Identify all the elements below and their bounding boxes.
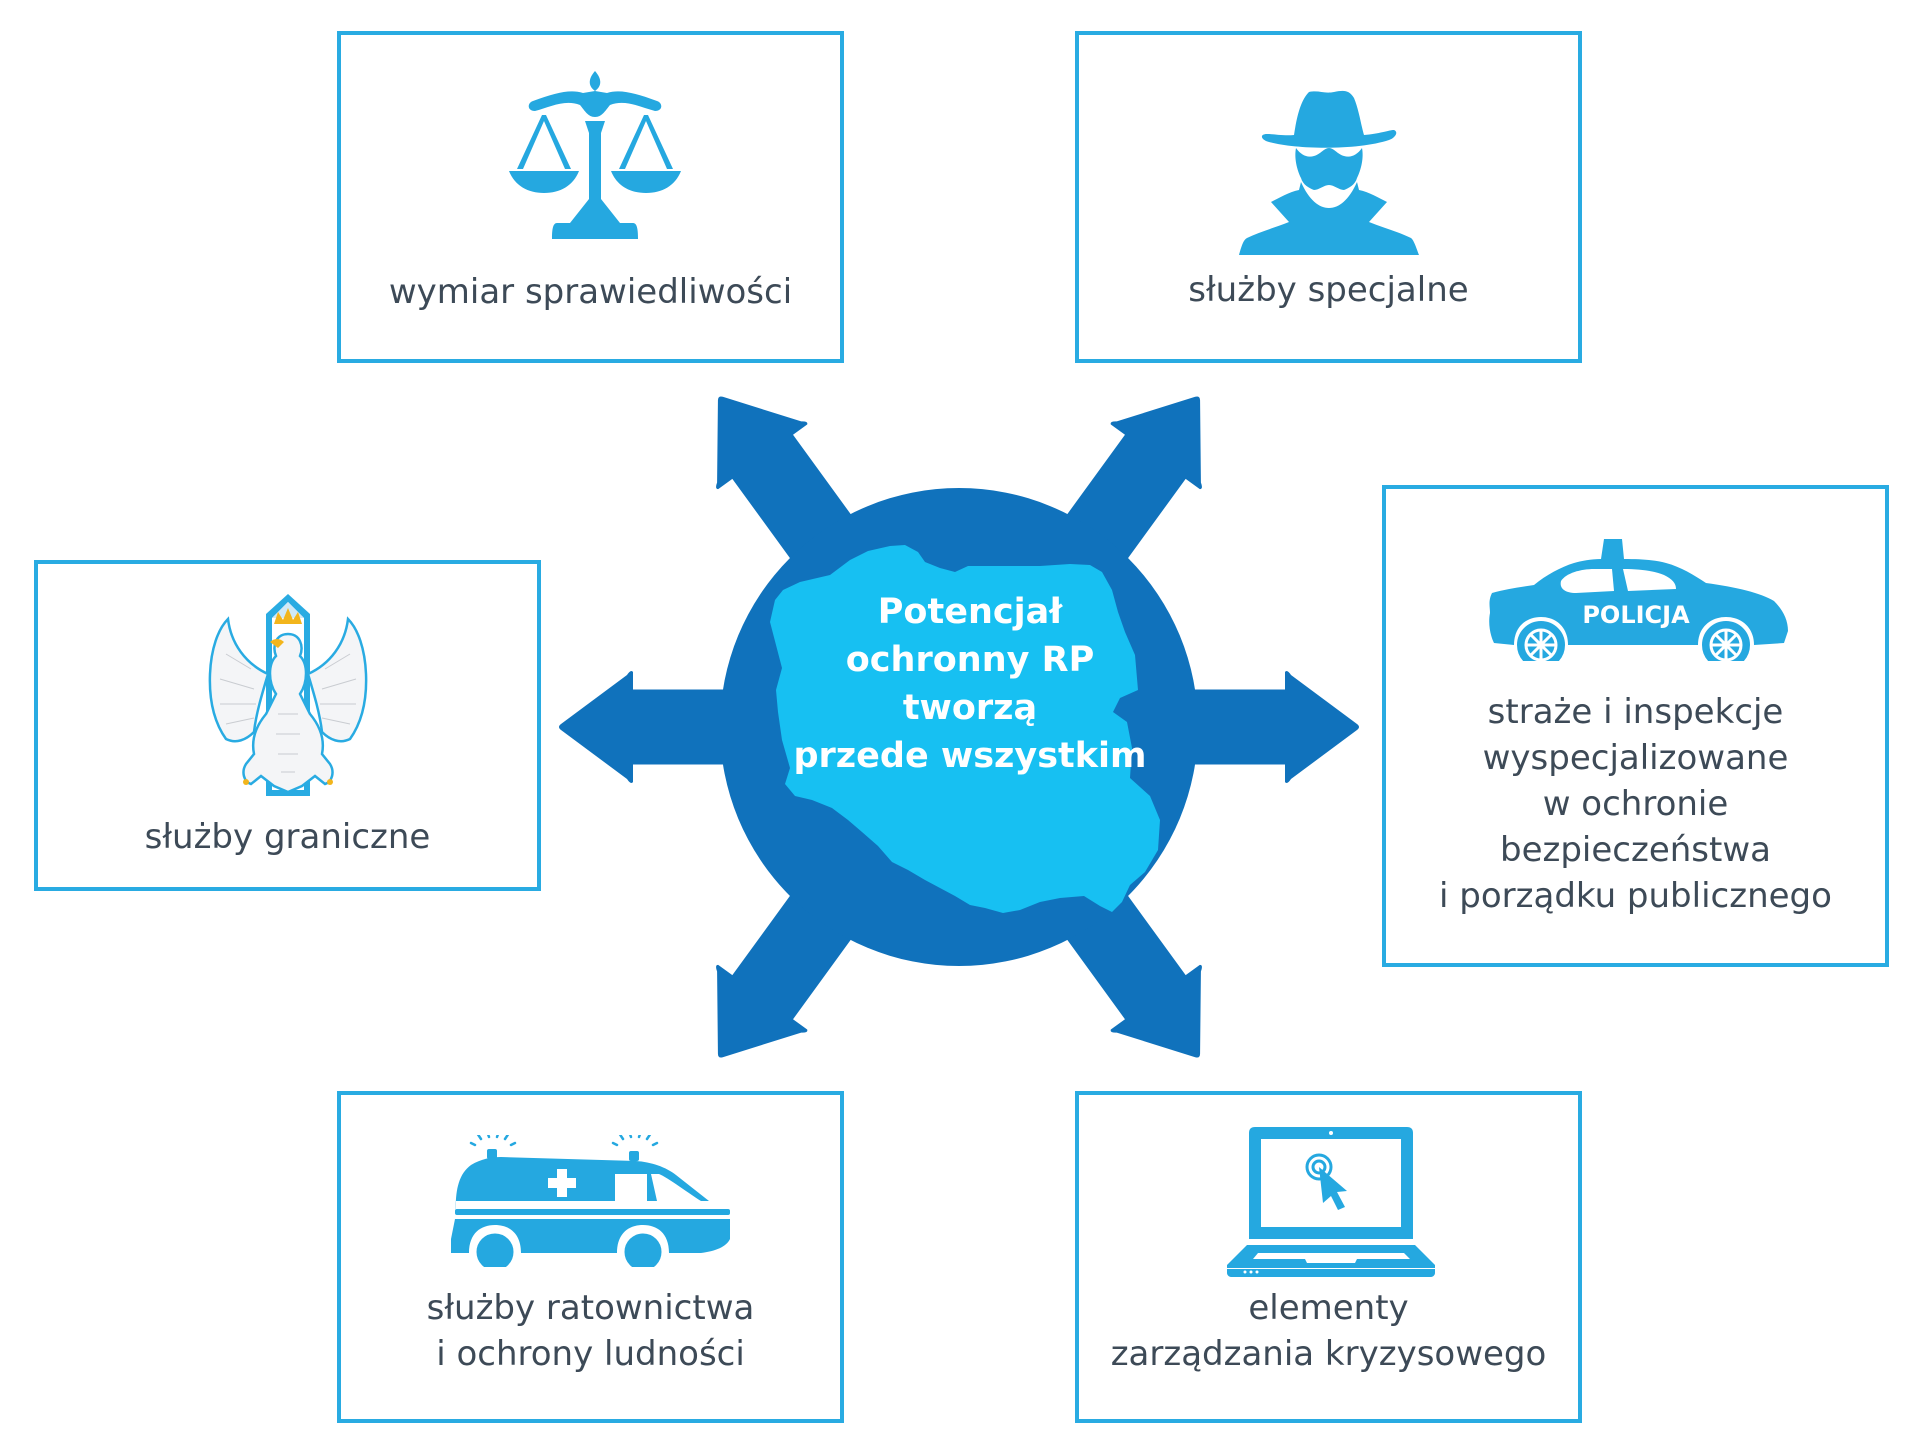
polish-eagle-border-post-icon: [208, 594, 368, 796]
box-special-services: służby specjalne: [1075, 31, 1582, 363]
police-car-icon: POLICJA: [1489, 539, 1788, 661]
label-line: wyspecjalizowane: [1482, 738, 1789, 778]
label-line: w ochronie: [1542, 784, 1729, 824]
scales-of-justice-icon: [509, 71, 681, 239]
label-line: i ochrony ludności: [436, 1334, 745, 1374]
box-label: służby specjalne: [1079, 267, 1578, 313]
box-justice: wymiar sprawiedliwości: [337, 31, 844, 363]
center-title-line: ochronny RP: [845, 640, 1095, 680]
center-title: Potencjał ochronny RP tworzą przede wszy…: [770, 588, 1170, 780]
center-title-line: tworzą: [902, 688, 1038, 728]
ambulance-icon: [451, 1135, 730, 1267]
label-line: straże i inspekcje: [1487, 692, 1784, 732]
box-rescue-services: służby ratownictwa i ochrony ludności: [337, 1091, 844, 1423]
label-line: i porządku publicznego: [1439, 876, 1832, 916]
spy-icon: [1239, 90, 1419, 255]
box-border-services: służby graniczne: [34, 560, 541, 891]
poland-map: [770, 545, 1160, 913]
center-title-line: przede wszystkim: [793, 736, 1147, 776]
police-badge-text: POLICJA: [1582, 601, 1690, 629]
box-guards-inspections: POLICJA straże i inspekcje wyspecjalizow…: [1382, 485, 1889, 967]
label-line: służby specjalne: [1188, 270, 1469, 310]
label-line: służby graniczne: [144, 817, 431, 857]
label-line: służby ratownictwa: [426, 1288, 755, 1328]
label-line: wymiar sprawiedliwości: [388, 272, 793, 312]
box-label: straże i inspekcje wyspecjalizowane w oc…: [1386, 689, 1885, 919]
box-crisis-management: elementy zarządzania kryzysowego: [1075, 1091, 1582, 1423]
box-label: służby graniczne: [38, 814, 537, 860]
box-label: służby ratownictwa i ochrony ludności: [341, 1285, 840, 1377]
label-line: bezpieczeństwa: [1500, 830, 1771, 870]
box-label: wymiar sprawiedliwości: [341, 269, 840, 315]
laptop-click-icon: [1227, 1127, 1435, 1277]
box-label: elementy zarządzania kryzysowego: [1079, 1285, 1578, 1377]
center-title-line: Potencjał: [877, 592, 1063, 632]
label-line: elementy: [1248, 1288, 1409, 1328]
label-line: zarządzania kryzysowego: [1110, 1334, 1547, 1374]
